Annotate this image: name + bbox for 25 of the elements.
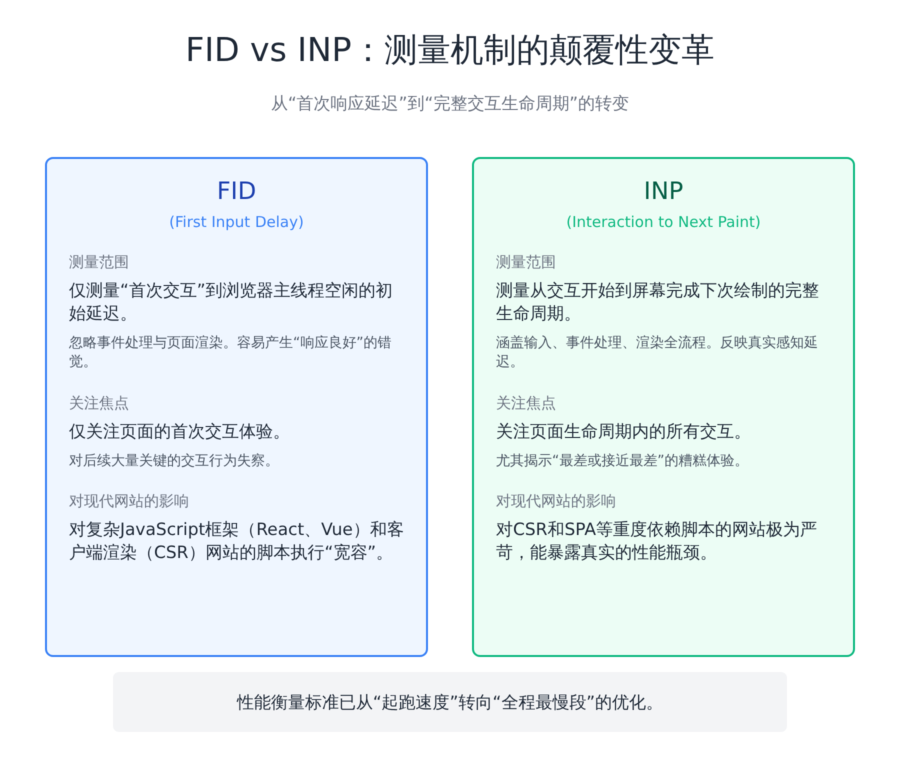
section-label: 测量范围 xyxy=(69,253,130,272)
section-note: 忽略事件处理与页面渲染。容易产生“响应良好”的错觉。 xyxy=(69,334,393,372)
section-text: 仅关注页面的首次交互体验。 xyxy=(69,420,291,444)
section-text: 关注页面生命周期内的所有交互。 xyxy=(496,420,752,444)
section-text: 对复杂JavaScript框架（React、Vue）和客户端渲染（CSR）网站的脚本执行“宽容”。 xyxy=(69,519,404,566)
card-heading: FID xyxy=(216,177,258,205)
section-note: 尤其揭示“最差或接近最差”的糟糕体验。 xyxy=(496,452,750,470)
subtitle: 从“首次响应延迟”到“完整交互生命周期”的转变 xyxy=(270,93,630,115)
section-note: 涵盖输入、事件处理、渲染全流程。反映真实感知延迟。 xyxy=(496,334,819,372)
title: FID vs INP：测量机制的颠覆性变革 xyxy=(184,29,716,71)
section-note: 对后续大量关键的交互行为失察。 xyxy=(69,452,280,470)
section-label: 测量范围 xyxy=(496,253,557,272)
section-label: 关注焦点 xyxy=(69,394,130,413)
section-label: 对现代网站的影响 xyxy=(69,492,190,512)
section-text: 测量从交互开始到屏幕完成下次绘制的完整生命周期。 xyxy=(496,280,820,326)
section-text: 对CSR和SPA等重度依赖脚本的网站极为严苛，能暴露真实的性能瓶颈。 xyxy=(496,519,818,566)
card-subheading: (Interaction to Next Paint) xyxy=(565,213,762,231)
section-label: 对现代网站的影响 xyxy=(496,492,617,512)
comparison-card xyxy=(45,157,428,657)
comparison-card xyxy=(472,157,855,657)
section-label: 关注焦点 xyxy=(496,394,557,413)
section-text: 仅测量“首次交互”到浏览器主线程空闲的初始延迟。 xyxy=(69,280,394,326)
card-heading: INP xyxy=(642,177,684,205)
card-subheading: (First Input Delay) xyxy=(168,213,305,231)
summary-text: 性能衡量标准已从“起跑速度”转向“全程最慢段”的优化。 xyxy=(236,692,664,714)
